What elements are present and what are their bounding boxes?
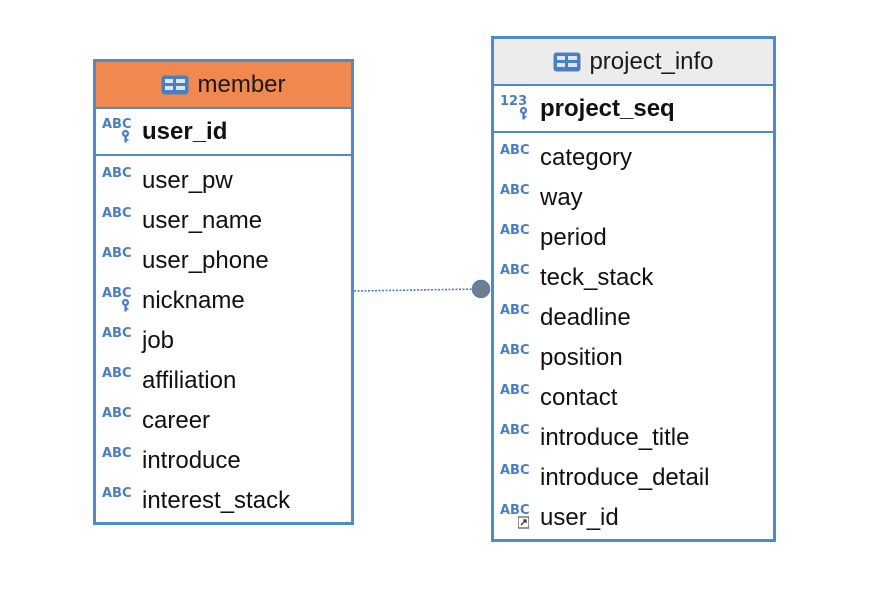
column-row[interactable]: ABC position [494,338,773,378]
column-label: interest_stack [142,487,291,514]
abc-type-icon: ABC [500,423,530,438]
member-columns: ABC user_pw ABC user_name ABC user_phone… [96,156,351,521]
abc-type-icon: ABC [102,117,136,144]
abc-type-icon: ABC [102,246,132,261]
column-label: position [540,344,623,371]
column-label: user_name [142,207,263,234]
column-label: introduce_detail [540,464,710,491]
column-row[interactable]: ABC interest_stack [96,481,351,521]
column-row[interactable]: ABC way [494,178,773,218]
foreign-key-icon [518,516,529,529]
table-icon [161,75,189,95]
column-label: teck_stack [540,264,654,291]
column-label: category [540,144,633,171]
abc-type-icon: ABC [500,343,530,358]
column-label: affiliation [142,367,237,394]
member-table-title: member [197,70,286,98]
column-label: contact [540,384,618,411]
abc-type-icon: ABC [102,206,132,221]
column-row[interactable]: ABC user_id [494,498,773,538]
abc-type-icon: ABC [500,463,530,478]
column-label: introduce_title [540,424,690,451]
abc-type-icon: ABC [102,366,132,381]
column-row[interactable]: ABC nickname [96,281,351,321]
column-row[interactable]: ABC period [494,218,773,258]
column-row[interactable]: ABC user_name [96,201,351,241]
column-row[interactable]: ABC affiliation [96,361,351,401]
column-label: deadline [540,304,631,331]
project-info-pk-label: project_seq [540,94,675,122]
column-label: way [540,184,583,211]
abc-type-icon: ABC [102,286,136,313]
column-row[interactable]: ABC user_phone [96,241,351,281]
column-label: career [142,407,211,434]
key-icon [120,128,131,143]
project-info-pk-row[interactable]: 123 project_seq [494,86,773,133]
column-label: period [540,224,607,251]
column-row[interactable]: ABC introduce_detail [494,458,773,498]
project-info-table[interactable]: project_info 123 project_seq ABC categor… [491,36,776,542]
member-pk-label: user_id [142,117,228,145]
abc-type-icon: ABC [102,486,132,501]
column-row[interactable]: ABC career [96,401,351,441]
abc-type-icon: ABC [500,223,530,238]
abc-type-icon: ABC [102,406,132,421]
abc-type-icon: ABC [500,183,530,198]
column-row[interactable]: ABC deadline [494,298,773,338]
abc-type-icon: ABC [500,303,530,318]
column-row[interactable]: ABC user_pw [96,161,351,201]
column-row[interactable]: ABC category [494,138,773,178]
abc-type-icon: ABC [102,166,132,181]
member-table[interactable]: member ABC user_id ABC user_pw ABC user_… [93,59,354,525]
project-info-table-title: project_info [589,47,714,75]
relationship-endpoint[interactable] [471,279,491,299]
table-icon [553,52,581,72]
column-row[interactable]: ABC introduce_title [494,418,773,458]
member-pk-row[interactable]: ABC user_id [96,109,351,156]
column-label: user_id [540,504,619,531]
abc-type-icon: ABC [102,326,132,341]
column-label: user_pw [142,167,233,194]
number-type-icon: 123 [500,94,534,121]
relationship-line[interactable] [353,288,481,292]
abc-type-icon: ABC [500,263,530,278]
key-icon [518,105,529,120]
key-icon [120,298,131,312]
abc-type-icon: ABC [500,503,534,530]
column-row[interactable]: ABC contact [494,378,773,418]
abc-type-icon: ABC [500,383,530,398]
project-info-table-header[interactable]: project_info [494,39,773,86]
column-row[interactable]: ABC introduce [96,441,351,481]
project-info-columns: ABC category ABC way ABC period ABC teck… [494,133,773,538]
column-row[interactable]: ABC teck_stack [494,258,773,298]
member-table-header[interactable]: member [96,62,351,109]
column-label: introduce [142,447,241,474]
abc-type-icon: ABC [500,143,530,158]
abc-type-icon: ABC [102,446,132,461]
column-row[interactable]: ABC job [96,321,351,361]
column-label: job [142,327,175,354]
column-label: nickname [142,287,245,314]
column-label: user_phone [142,247,269,274]
